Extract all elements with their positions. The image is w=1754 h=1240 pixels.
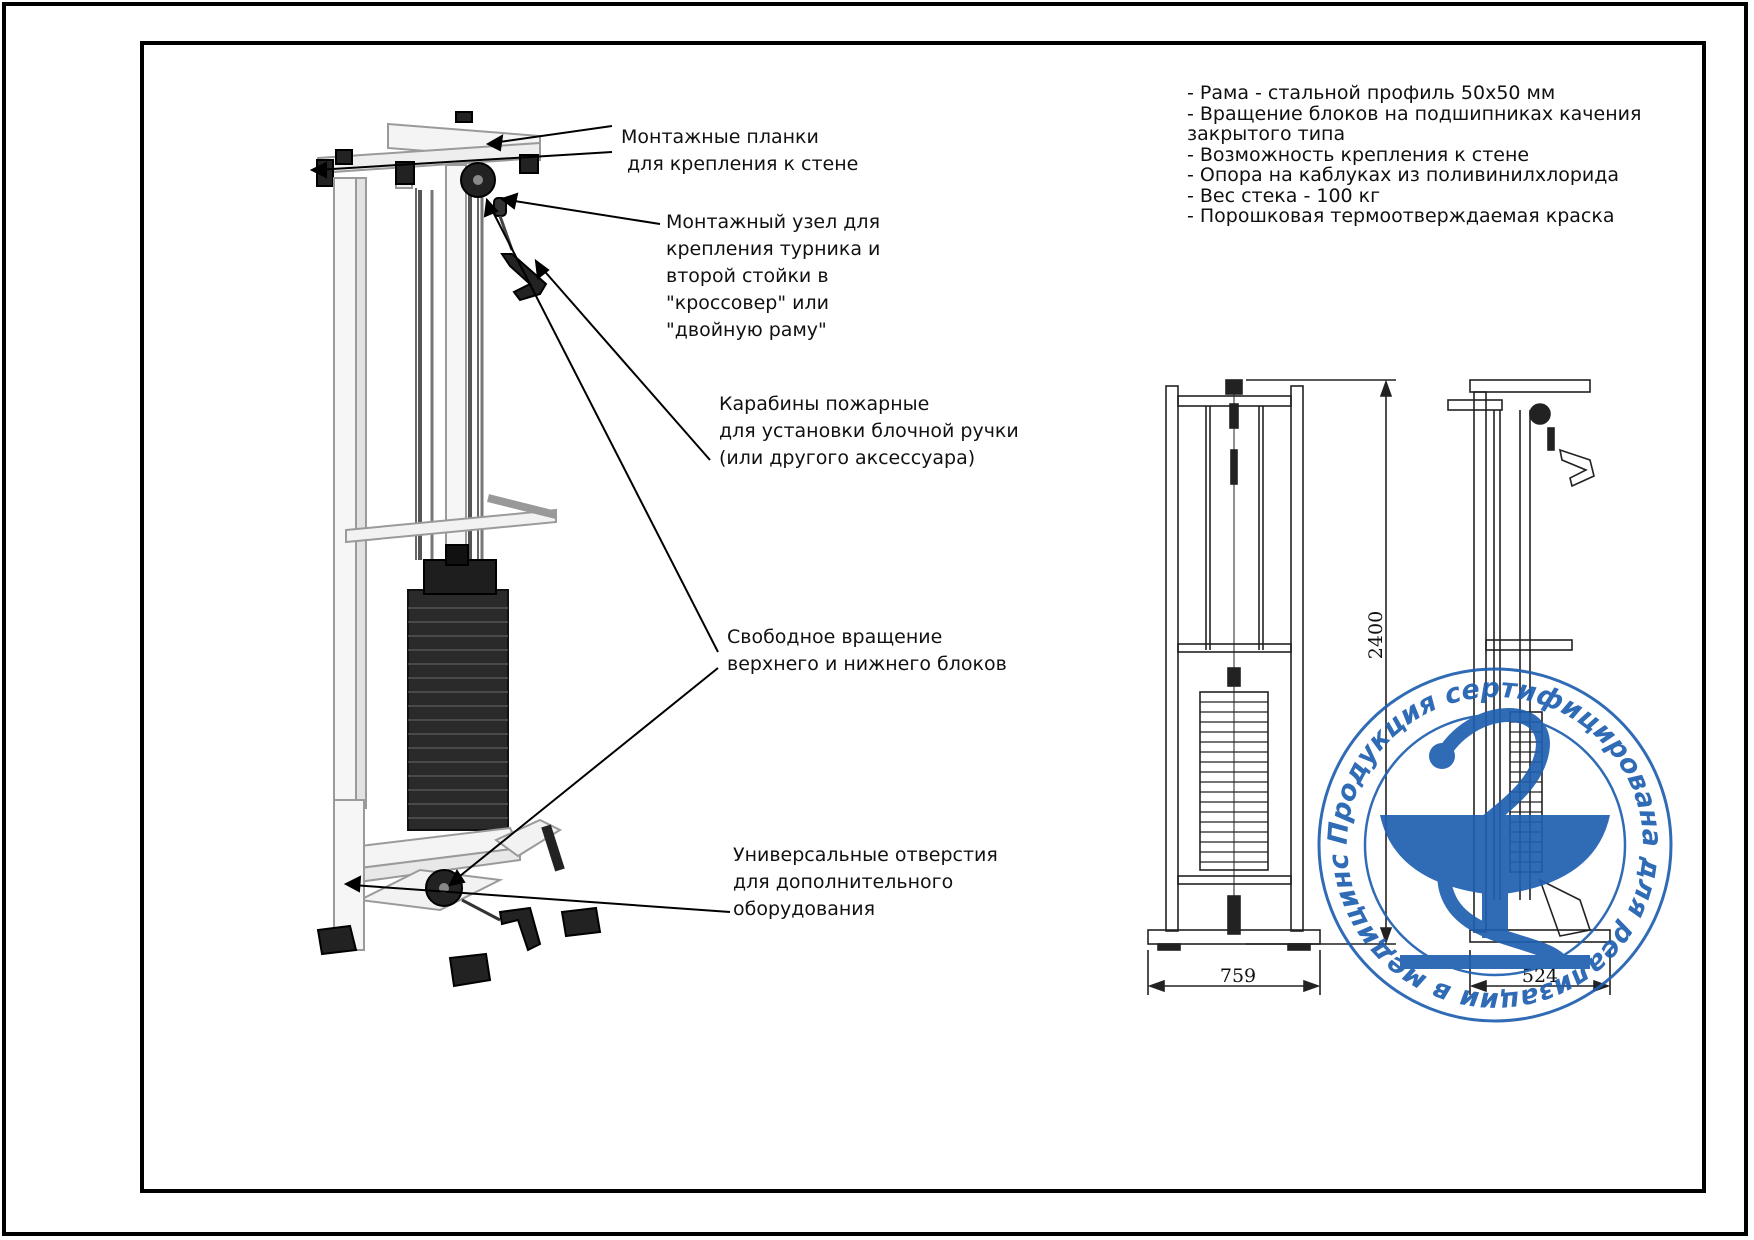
callout-line: "двойную раму" <box>666 319 827 341</box>
callout-line: для установки блочной ручки <box>719 420 1019 442</box>
spec-item: - Возможность крепления к стене <box>1187 143 1530 166</box>
cable-machine-render <box>316 111 602 988</box>
callout-line: Свободное вращение <box>727 626 943 648</box>
front-view-drawing <box>1147 379 1396 995</box>
front-width-dimension: 759 <box>1220 965 1256 987</box>
callout-line: оборудования <box>733 898 876 920</box>
callout-line: (или другого аксессуара) <box>719 447 976 469</box>
callout-carabiners: Карабины пожарные для установки блочной … <box>719 391 1019 472</box>
spec-item: закрытого типа <box>1187 123 1346 145</box>
weight-plates <box>408 607 508 819</box>
callout-free-rotation: Свободное вращение верхнего и нижнего бл… <box>727 624 1007 678</box>
callout-line: Монтажные планки <box>621 126 819 148</box>
callout-line: Универсальные отверстия <box>733 844 998 866</box>
callout-line: Монтажный узел для <box>666 211 881 233</box>
callout-line: верхнего и нижнего блоков <box>727 653 1007 675</box>
spec-item: - Рама - стальной профиль 50х50 мм <box>1187 82 1556 104</box>
callout-mounting-plates: Монтажные планки для крепления к стене <box>621 124 858 178</box>
spec-item: - Вращение блоков на подшипниках качения <box>1187 102 1642 125</box>
callout-line: для дополнительного <box>733 871 954 893</box>
inner-border <box>140 41 1706 1193</box>
snake-icon <box>1433 708 1567 967</box>
callout-line: второй стойки в <box>666 265 829 287</box>
callout-line: для крепления к стене <box>621 153 859 175</box>
callout-leader-lines <box>309 125 731 913</box>
callout-line: "кроссовер" или <box>666 292 829 314</box>
callout-line: крепления турника и <box>666 238 881 260</box>
spec-item: - Вес стека - 100 кг <box>1187 184 1381 207</box>
spec-item: - Опора на каблуках из поливинилхлорида <box>1187 164 1620 186</box>
height-dimension: 2400 <box>1365 611 1387 659</box>
specifications-list: - Рама - стальной профиль 50х50 мм - Вра… <box>1187 83 1641 227</box>
bowl-of-hygieia-icon <box>1380 815 1610 895</box>
spec-item: - Порошковая термоотверждаемая краска <box>1187 205 1615 227</box>
callout-universal-holes: Универсальные отверстия для дополнительн… <box>733 842 998 923</box>
callout-line: Карабины пожарные <box>719 393 930 415</box>
callout-mounting-node: Монтажный узел для крепления турника и в… <box>666 209 880 344</box>
